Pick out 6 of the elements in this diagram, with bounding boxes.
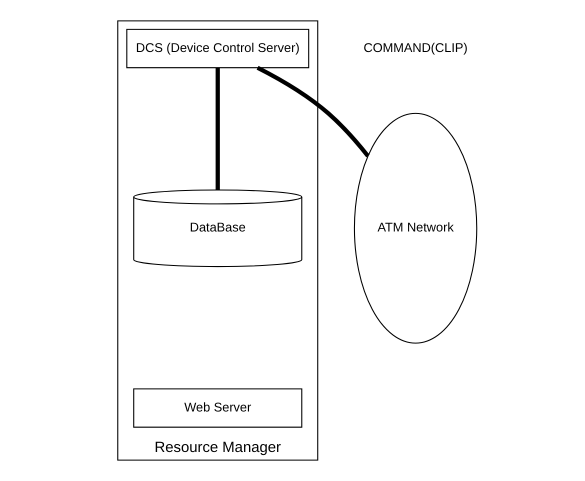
node-box: Web Server [132, 388, 302, 428]
node-box: DCS (Device Control Server) [126, 28, 309, 68]
connector [256, 66, 370, 158]
label: COMMAND(CLIP) [363, 40, 468, 55]
connector [215, 68, 220, 190]
node-ellipse: ATM Network [353, 112, 477, 344]
